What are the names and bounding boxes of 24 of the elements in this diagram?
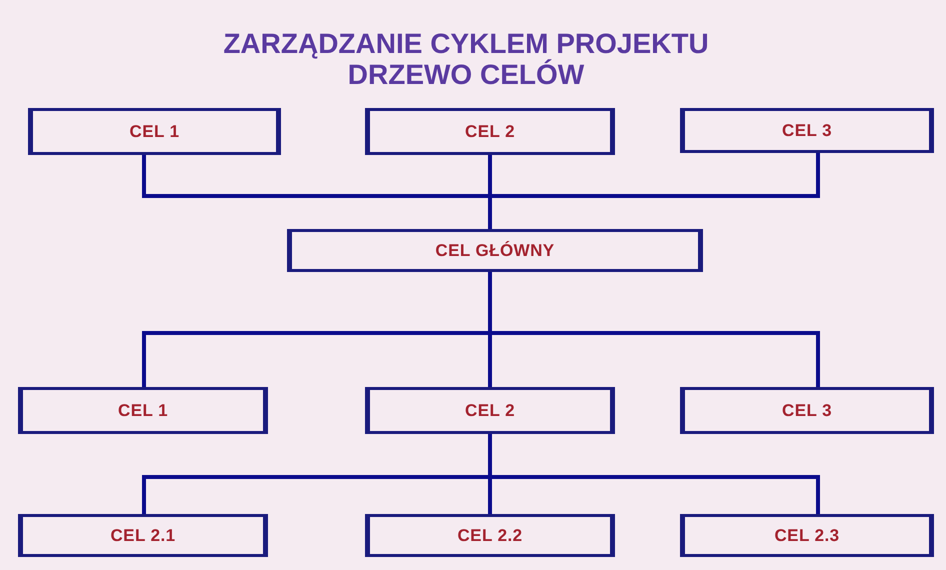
goal-label: CEL 1 (130, 123, 180, 140)
connector-line (488, 153, 820, 229)
goal-box (680, 387, 934, 434)
goal-label: CEL GŁÓWNY (435, 242, 555, 259)
goal-box (18, 387, 268, 434)
goal-label: CEL 2.3 (774, 527, 840, 544)
goal-box (28, 108, 281, 155)
goal-box (365, 387, 615, 434)
connector-line (488, 272, 820, 387)
goal-label: CEL 3 (782, 122, 832, 139)
diagram-title: ZARZĄDZANIE CYKLEM PROJEKTU DRZEWO CELÓW (222, 28, 710, 90)
goal-box (680, 108, 934, 153)
goal-box (365, 108, 615, 155)
goal-label: CEL 2.1 (110, 527, 176, 544)
goal-box (18, 514, 268, 557)
connector-line (488, 434, 820, 514)
goal-label: CEL 1 (118, 402, 168, 419)
goal-label: CEL 2 (465, 123, 515, 140)
main-goal-box (287, 229, 703, 272)
goal-label: CEL 2 (465, 402, 515, 419)
goal-box (365, 514, 615, 557)
goal-box (680, 514, 934, 557)
goal-label: CEL 3 (782, 402, 832, 419)
goal-label: CEL 2.2 (457, 527, 523, 544)
